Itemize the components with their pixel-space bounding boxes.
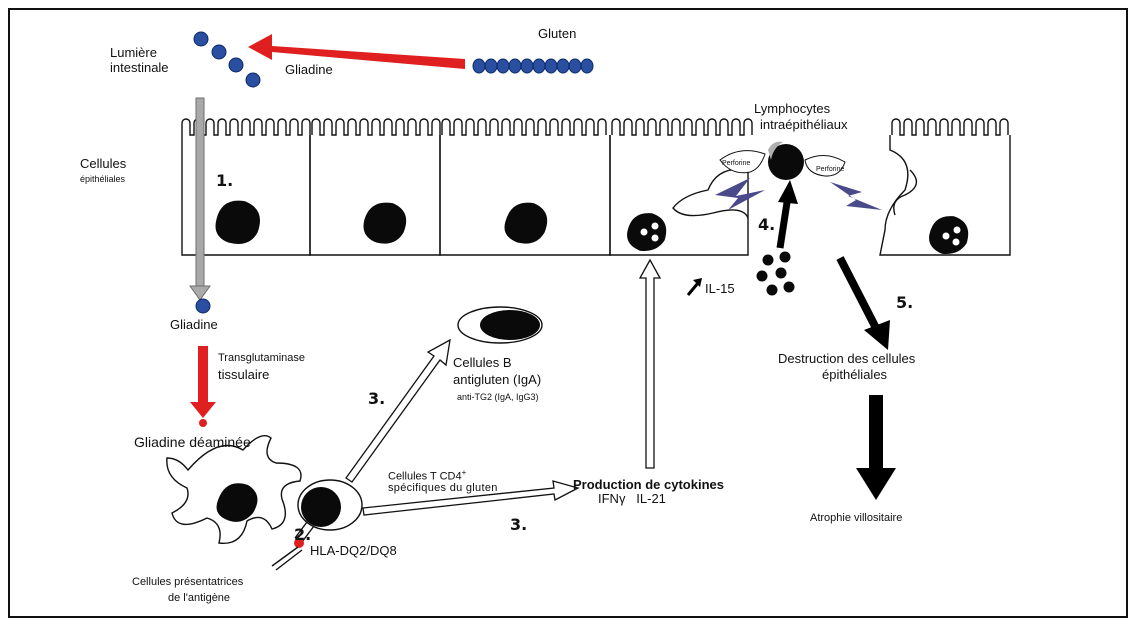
transglutaminase-arrow bbox=[190, 346, 216, 418]
celiac-pathway-diagram bbox=[10, 10, 1126, 616]
gluten-chain bbox=[473, 59, 593, 73]
tcells-label-sup: + bbox=[462, 468, 467, 477]
destruction-label-line2: épithéliales bbox=[822, 368, 887, 383]
lumen-label-line2: intestinale bbox=[110, 61, 169, 76]
epithelial-cell-5-damaged bbox=[880, 119, 1010, 255]
perforine-right-label: Perforine bbox=[816, 166, 844, 174]
tcells-label-line2: spécifiques du gluten bbox=[388, 482, 498, 495]
bcells-label-line2: antigluten (IgA) bbox=[453, 373, 541, 388]
transglutaminase-label-line1: Transglutaminase bbox=[218, 352, 305, 365]
atrophie-label: Atrophie villositaire bbox=[810, 512, 902, 525]
bcells-label-line1: Cellules B bbox=[453, 356, 512, 371]
gluten-to-lumen-arrow bbox=[248, 34, 465, 69]
step-5-label: 5. bbox=[896, 294, 913, 312]
gliadine-top-label: Gliadine bbox=[285, 63, 333, 78]
step-2-label: 2. bbox=[294, 526, 311, 544]
tcell-to-bcell-arrow bbox=[346, 340, 450, 482]
b-cell bbox=[458, 307, 542, 343]
bcells-label-line3: anti-TG2 (IgA, IgG3) bbox=[457, 392, 539, 402]
step-3b-label: 3. bbox=[510, 516, 527, 534]
hla-label: HLA-DQ2/DQ8 bbox=[310, 544, 397, 559]
lympho-label-line1: Lymphocytes bbox=[754, 102, 830, 117]
gray-transport-arrow bbox=[190, 98, 210, 300]
perforin-left-burst bbox=[715, 178, 765, 210]
epithelium bbox=[182, 119, 1010, 255]
figure-frame: Gluten Lumière intestinale Gliadine Cell… bbox=[8, 8, 1128, 618]
cellules-label-line1: Cellules bbox=[80, 157, 126, 172]
gliadin-dot-middle bbox=[196, 299, 210, 313]
antigen-presenting-cell bbox=[167, 436, 301, 544]
gluten-label: Gluten bbox=[538, 27, 576, 42]
cpa-label-line1: Cellules présentatrices bbox=[132, 576, 243, 589]
destruction-to-atrophie-arrow bbox=[856, 395, 896, 500]
gliadine-deaminee-label: Gliadine déaminée bbox=[134, 434, 251, 450]
gliadin-dots-top bbox=[194, 32, 260, 87]
epithelial-cell-4-damaged bbox=[610, 119, 752, 255]
gliadine-middle-label: Gliadine bbox=[170, 318, 218, 333]
step-3a-label: 3. bbox=[368, 390, 385, 408]
tcells-label-line1: Cellules T CD4+ bbox=[388, 468, 466, 483]
il15-small-arrow bbox=[688, 278, 702, 295]
perforine-left-label: Perforine bbox=[722, 160, 750, 168]
lumen-label-line1: Lumière bbox=[110, 46, 157, 61]
step-4-label: 4. bbox=[758, 216, 775, 234]
cytokines-label-line2: IFNγ IL-21 bbox=[598, 492, 666, 507]
il15-label: IL-15 bbox=[705, 282, 735, 297]
step-1-label: 1. bbox=[216, 172, 233, 190]
perforin-right-burst bbox=[830, 182, 882, 210]
cpa-label-line2: de l'antigène bbox=[168, 592, 230, 605]
tcells-label-text: Cellules T CD4 bbox=[388, 471, 462, 483]
step5-arrow bbox=[840, 258, 890, 350]
cytokines-to-epithelium-arrow bbox=[640, 260, 660, 468]
step4-arrow bbox=[778, 180, 798, 248]
epithelial-cell-3 bbox=[440, 119, 610, 255]
deaminated-gliadin-dot bbox=[199, 419, 207, 427]
il15-dots bbox=[757, 252, 795, 296]
destruction-label-line1: Destruction des cellules bbox=[778, 352, 915, 367]
epithelial-cell-2 bbox=[310, 119, 440, 255]
lympho-label-line2: intraépithéliaux bbox=[760, 118, 847, 133]
transglutaminase-label-line2: tissulaire bbox=[218, 368, 269, 383]
cellules-label-line2: épithéliales bbox=[80, 174, 125, 184]
